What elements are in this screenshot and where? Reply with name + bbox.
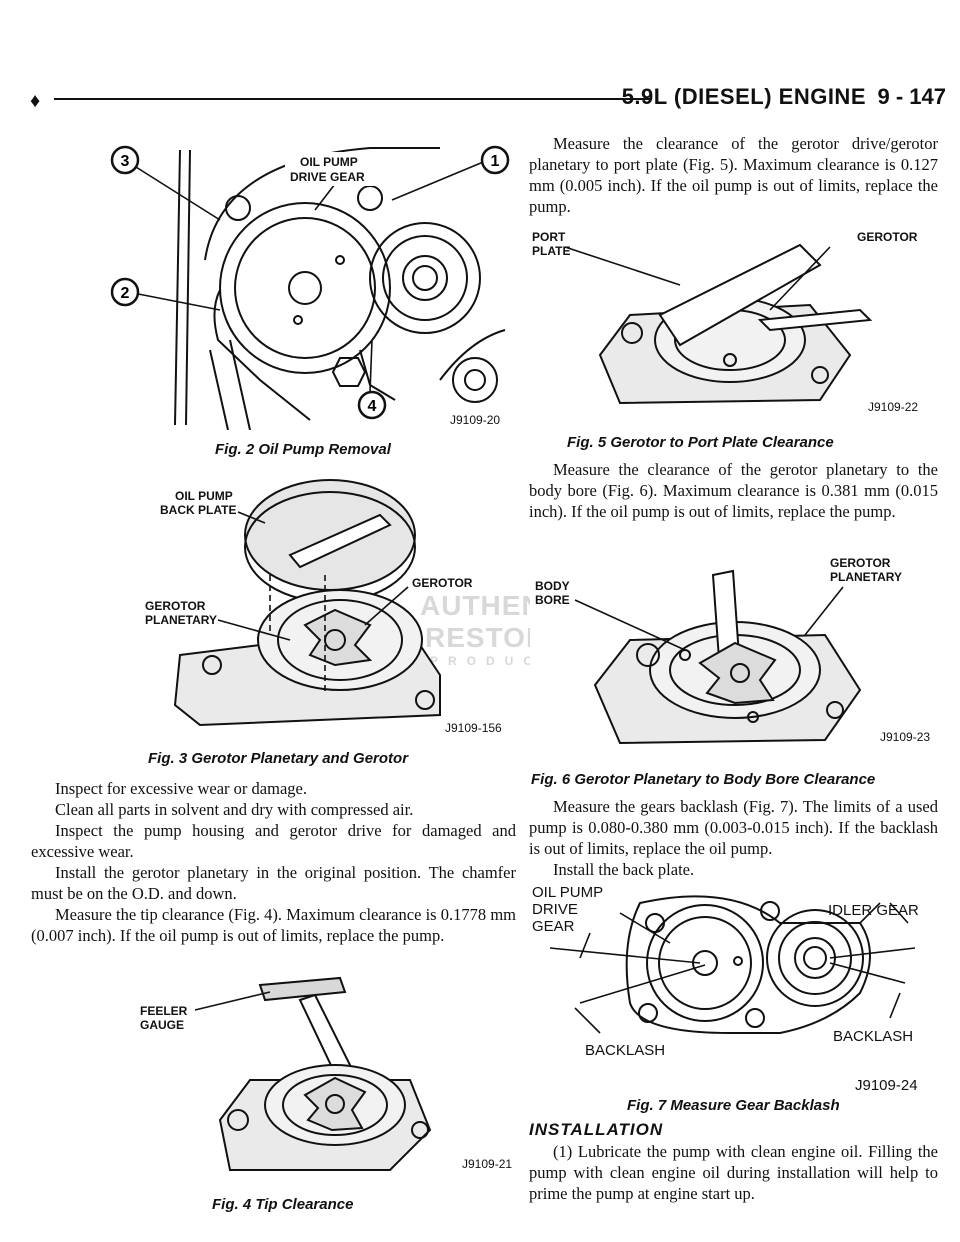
left-para-2: Clean all parts in solvent and dry with … (55, 800, 414, 819)
fig6-body-2: BORE (535, 593, 570, 607)
fig3-gerotor-planetary: AUTHENTIC RESTORATION PRODUCT OIL PUMP B… (140, 475, 530, 740)
diamond-icon: ♦ (30, 90, 41, 112)
fig4-feeler-1: FEELER (140, 1004, 188, 1018)
fig7-drive-1: OIL PUMP (532, 884, 603, 901)
fig4-tip-clearance: FEELER GAUGE J9109-21 (140, 970, 520, 1185)
left-text: Inspect for excessive wear or damage. Cl… (31, 778, 516, 946)
fig7-backlash-right: BACKLASH (833, 1028, 913, 1045)
fig2-callout-4: 4 (368, 398, 377, 415)
right-para-3: Measure the gears backlash (Fig. 7). The… (529, 797, 938, 858)
fig5-caption: Fig. 5 Gerotor to Port Plate Clearance (567, 434, 834, 451)
fig7-drive-3: GEAR (532, 918, 575, 935)
left-para-4: Install the gerotor planetary in the ori… (31, 863, 516, 903)
fig6-code: J9109-23 (880, 730, 930, 744)
right-text-2: Measure the clearance of the gerotor pla… (529, 459, 938, 522)
left-para-3: Inspect the pump housing and gerotor dri… (31, 821, 516, 861)
right-text-3: Measure the gears backlash (Fig. 7). The… (529, 796, 938, 880)
fig6-planetary-2: PLANETARY (830, 570, 902, 584)
fig3-gerotor: GEROTOR (412, 576, 473, 590)
fig2-oil-pump-removal: OIL PUMP DRIVE GEAR 3 1 2 4 J9109-20 (110, 140, 520, 430)
left-para-1: Inspect for excessive wear or damage. (55, 779, 307, 798)
right-para-1: Measure the clearance of the gerotor dri… (529, 134, 938, 216)
fig5-code: J9109-22 (868, 400, 918, 414)
installation-text: (1) Lubricate the pump with clean engine… (529, 1141, 938, 1204)
fig3-planetary-1: GEROTOR (145, 599, 206, 613)
fig2-callout-1: 1 (491, 153, 500, 170)
fig3-planetary-2: PLANETARY (145, 613, 217, 627)
fig3-caption: Fig. 3 Gerotor Planetary and Gerotor (148, 750, 409, 767)
installation-heading: INSTALLATION (529, 1120, 664, 1139)
fig2-label-line2: DRIVE GEAR (290, 170, 365, 184)
fig3-back-plate-2: BACK PLATE (160, 503, 236, 517)
fig2-code: J9109-20 (450, 413, 500, 427)
fig3-code: J9109-156 (445, 721, 502, 735)
installation-step-1: (1) Lubricate the pump with clean engine… (529, 1142, 938, 1203)
fig7-backlash-left: BACKLASH (585, 1042, 665, 1059)
page-header: ♦ 5.9L (DIESEL) ENGINE 9 - 147 (30, 84, 950, 114)
fig4-caption: Fig. 4 Tip Clearance (212, 1196, 354, 1213)
fig3-watermark-1: AUTHENTIC (420, 590, 530, 621)
fig5-port-1: PORT (532, 230, 566, 244)
left-para-5: Measure the tip clearance (Fig. 4). Maxi… (31, 905, 516, 945)
fig6-body-1: BODY (535, 579, 570, 593)
fig4-feeler-2: GAUGE (140, 1018, 184, 1032)
fig7-caption: Fig. 7 Measure Gear Backlash (627, 1097, 840, 1114)
fig7-gear-backlash: OIL PUMP DRIVE GEAR IDLER GEAR BACKLASH … (530, 883, 940, 1093)
fig7-drive-2: DRIVE (532, 901, 578, 918)
fig2-callout-2: 2 (121, 285, 130, 302)
fig5-port-2: PLATE (532, 244, 570, 258)
fig7-code: J9109-24 (855, 1077, 918, 1093)
fig5-gerotor: GEROTOR (857, 230, 918, 244)
header-rule (54, 98, 652, 100)
fig5-port-plate-clearance: PORT PLATE GEROTOR J9109-22 (530, 225, 930, 425)
fig4-code: J9109-21 (462, 1157, 512, 1171)
right-text-1: Measure the clearance of the gerotor dri… (529, 133, 938, 217)
fig3-watermark-2: RESTORATION (425, 622, 530, 653)
fig3-back-plate-1: OIL PUMP (175, 489, 233, 503)
fig2-caption: Fig. 2 Oil Pump Removal (215, 441, 391, 458)
section-title: 5.9L (DIESEL) ENGINE (621, 84, 866, 109)
page-number: 9 - 147 (877, 84, 947, 109)
fig2-callout-3: 3 (121, 153, 130, 170)
right-para-2: Measure the clearance of the gerotor pla… (529, 460, 938, 521)
fig3-watermark-3: PRODUCT (430, 654, 530, 668)
fig2-label-line1: OIL PUMP (300, 155, 358, 169)
fig6-body-bore-clearance: BODY BORE GEROTOR PLANETARY J9109-23 (535, 555, 935, 755)
fig7-idler: IDLER GEAR (828, 902, 919, 919)
right-para-4: Install the back plate. (553, 860, 695, 879)
fig6-caption: Fig. 6 Gerotor Planetary to Body Bore Cl… (531, 771, 876, 788)
fig6-planetary-1: GEROTOR (830, 556, 891, 570)
